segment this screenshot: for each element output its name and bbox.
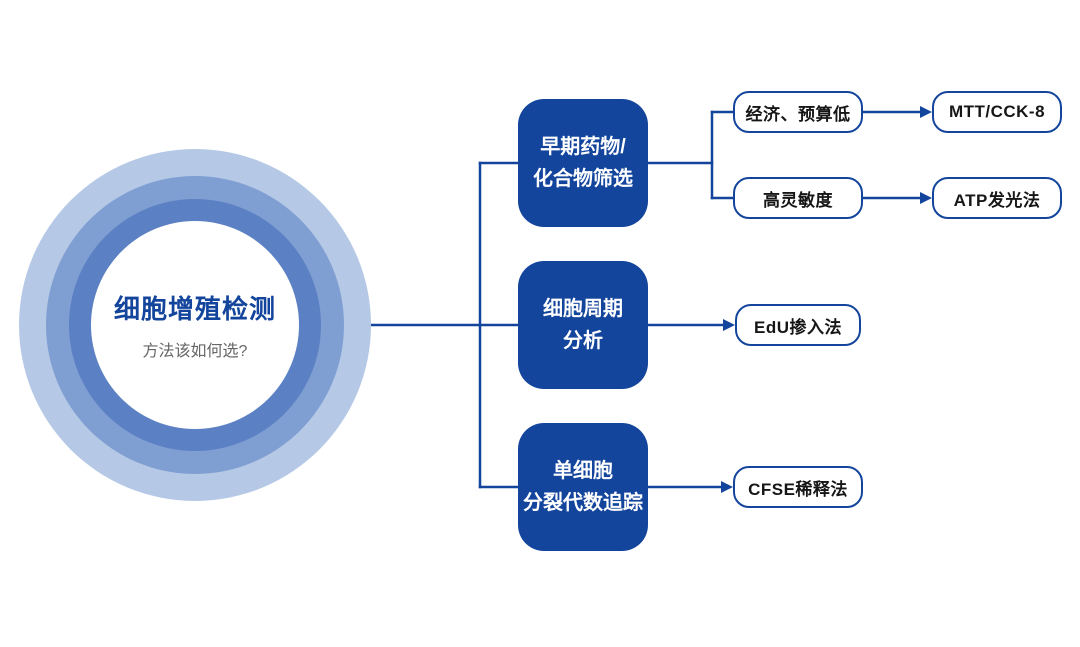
condition-economical-low-budget: 经济、预算低 (733, 91, 863, 133)
ring-middle: 细胞增殖检测 方法该如何选? (46, 176, 344, 474)
arrowhead-icon (920, 106, 932, 118)
branch-cell-cycle-analysis: 细胞周期 分析 (518, 261, 648, 389)
condition-high-sensitivity: 高灵敏度 (733, 177, 863, 219)
result-label: MTT/CCK-8 (948, 102, 1046, 121)
ring-outer: 细胞增殖检测 方法该如何选? (19, 149, 371, 501)
branch-single-cell-division-tracking: 单细胞 分裂代数追踪 (518, 423, 648, 551)
arrowhead-icon (723, 319, 735, 331)
branch-label: 早期药物/ 化合物筛选 (533, 136, 633, 190)
result-label: CFSE稀释法 (748, 479, 848, 499)
result-mtt-cck8: MTT/CCK-8 (932, 91, 1062, 133)
result-label: ATP发光法 (953, 190, 1041, 210)
arrowhead-icon (920, 192, 932, 204)
branch-label: 细胞周期 分析 (543, 298, 623, 352)
result-edu-incorporation: EdU掺入法 (735, 304, 861, 346)
diagram-subtitle: 方法该如何选? (142, 343, 248, 360)
ring-inner: 细胞增殖检测 方法该如何选? (69, 199, 321, 451)
result-cfse-dilution: CFSE稀释法 (733, 466, 863, 508)
arrowheads-group (721, 106, 932, 493)
result-atp-luminescence: ATP发光法 (932, 177, 1062, 219)
branch-early-drug-screening: 早期药物/ 化合物筛选 (518, 99, 648, 227)
center-hub: 细胞增殖检测 方法该如何选? (91, 221, 299, 429)
condition-label: 经济、预算低 (745, 104, 851, 124)
arrowhead-icon (721, 481, 733, 493)
result-label: EdU掺入法 (754, 317, 842, 337)
condition-label: 高灵敏度 (763, 190, 833, 210)
diagram-title: 细胞增殖检测 (113, 294, 276, 324)
branch-label: 单细胞 分裂代数追踪 (523, 460, 643, 514)
